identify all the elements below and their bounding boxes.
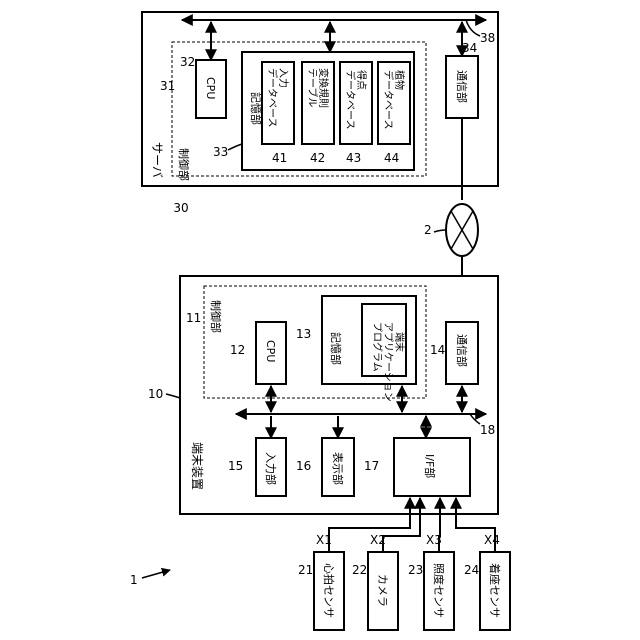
terminal-app-line2: アプリケーション <box>382 322 394 402</box>
db41-line1: 入力 <box>277 68 290 88</box>
server-storage-label: 記憶部 <box>249 92 263 125</box>
terminal-cpu-ref: 12 <box>230 343 245 357</box>
server-storage-ref: 33 <box>213 145 228 159</box>
terminal-leader <box>166 394 180 398</box>
sensor-light-ref: 23 <box>408 563 423 577</box>
sensor-seat: 着座センサ 24 X4 <box>456 498 510 630</box>
db44-line1: 植物 <box>393 70 406 90</box>
terminal-storage-ref: 13 <box>296 327 311 341</box>
server-control-ref: 31 <box>160 79 175 93</box>
terminal-input-ref: 15 <box>228 459 243 473</box>
sensor-seat-signal: X4 <box>484 533 500 547</box>
terminal-input-label: 入力部 <box>264 452 278 485</box>
system-ref-arrow <box>142 570 170 578</box>
terminal-if-label: I/F部 <box>423 454 437 478</box>
terminal-bus-ref: 18 <box>480 423 495 437</box>
system-ref: 1 <box>130 573 138 587</box>
terminal-if-ref: 17 <box>364 459 379 473</box>
terminal-storage-label: 記憶部 <box>329 332 343 365</box>
db42-line2: テーブル <box>306 68 319 107</box>
terminal-control-label: 制御部 <box>209 300 223 333</box>
server-bus-ref: 38 <box>480 31 495 45</box>
db44-line2: データベース <box>382 70 395 130</box>
terminal-display-ref: 16 <box>296 459 311 473</box>
server-title: サーバ <box>150 142 164 178</box>
terminal-cpu-label: CPU <box>264 340 277 362</box>
terminal-app-line1: 端末 <box>393 332 406 352</box>
sensor-light-link <box>439 498 440 552</box>
terminal-comm-label: 通信部 <box>455 334 469 367</box>
db42-ref: 42 <box>310 151 325 165</box>
sensor-light: 照度センサ 23 X3 <box>408 498 454 630</box>
sensor-seat-ref: 24 <box>464 563 479 577</box>
sensor-seat-label: 着座センサ <box>488 563 502 618</box>
server-control-label: 制御部 <box>177 148 191 181</box>
server-cpu-label: CPU <box>204 77 217 99</box>
sensor-camera-label: カメラ <box>376 574 389 607</box>
terminal-app-line3: プログラム <box>371 322 384 372</box>
sensor-heart-ref: 21 <box>298 563 313 577</box>
sensor-camera-ref: 22 <box>352 563 367 577</box>
terminal-ref: 10 <box>148 387 163 401</box>
db44-ref: 44 <box>384 151 399 165</box>
db43-line2: データベース <box>344 70 357 130</box>
terminal-title: 端末装置 <box>190 442 204 490</box>
server-ref: 30 <box>173 201 188 215</box>
server-cpu-ref: 32 <box>180 55 195 69</box>
server-comm-label: 通信部 <box>455 70 469 103</box>
sensor-light-label: 照度センサ <box>432 563 446 618</box>
db41-ref: 41 <box>272 151 287 165</box>
db43-ref: 43 <box>346 151 361 165</box>
db43-line1: 得点 <box>355 70 367 90</box>
network-leader <box>434 230 446 232</box>
db42-line1: 変換規則 <box>317 68 330 108</box>
terminal-control-ref: 11 <box>186 311 201 325</box>
terminal-display-label: 表示部 <box>331 452 345 485</box>
server-comm-ref: 34 <box>462 41 477 55</box>
network-ref: 2 <box>424 223 432 237</box>
db41-line2: データベース <box>266 68 279 128</box>
sensor-heart-label: 心拍センサ <box>322 563 336 618</box>
terminal-comm-ref: 14 <box>430 343 445 357</box>
